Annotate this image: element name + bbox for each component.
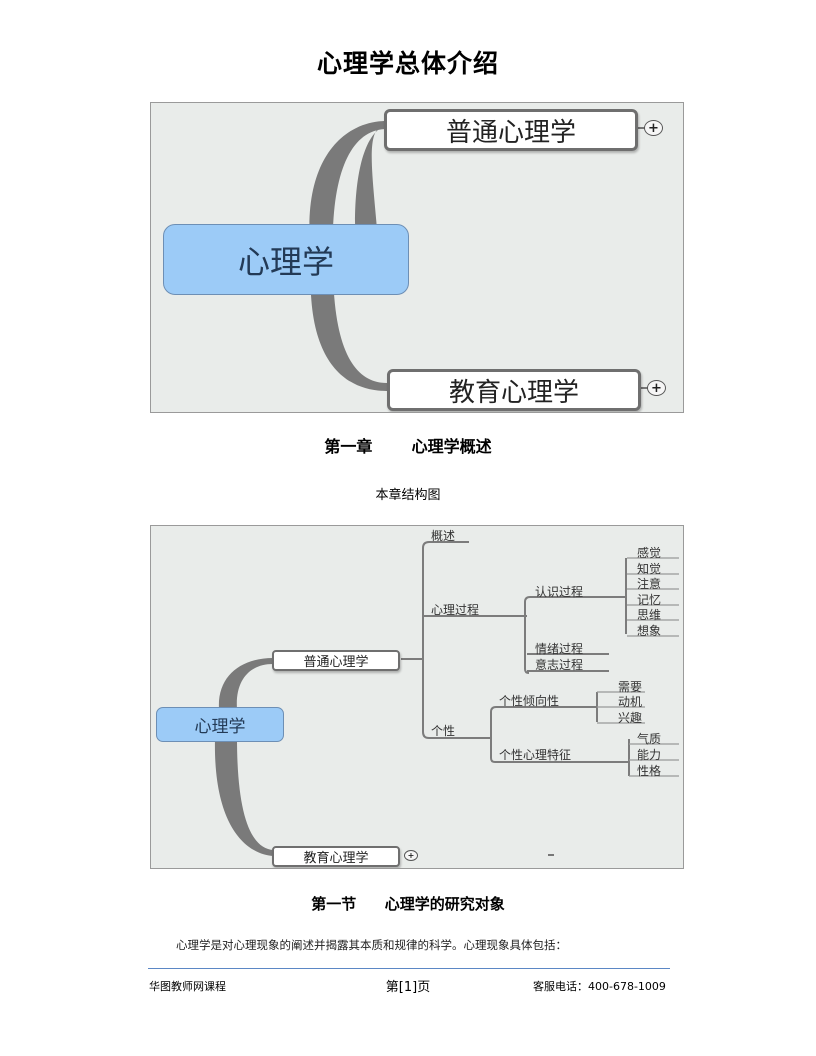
leaf-sensation: 感觉 [637, 546, 662, 560]
footer-service-phone: 客服电话：400-678-1009 [533, 980, 666, 993]
leaf-memory: 记忆 [637, 593, 662, 607]
chapter-structure-figure: 心理学 普通心理学 教育心理学 + 概述 心理过程 个性 认识过程 情绪过程 意… [150, 525, 684, 869]
leaf-need: 需要 [618, 680, 643, 694]
mindmap-connectors [309, 121, 648, 391]
topic-personality: 个性 [431, 724, 456, 738]
chapter-number: 第一章 [324, 437, 373, 456]
expand-plus-icon[interactable]: + [644, 120, 663, 136]
section-number: 第一节 [311, 895, 357, 913]
leaf-interest: 兴趣 [618, 711, 643, 725]
structure-chart-caption: 本章结构图 [375, 488, 441, 503]
root-node-psychology[interactable]: 心理学 [156, 707, 284, 742]
branch-node-label: 教育心理学 [303, 851, 369, 866]
branch-node-label: 教育心理学 [448, 377, 579, 408]
document-title: 心理学总体介绍 [316, 49, 499, 78]
topic-cognitive-process: 认识过程 [535, 585, 584, 599]
branch-node-general-psychology[interactable]: 普通心理学 [384, 109, 638, 151]
topic-personality-traits: 个性心理特征 [499, 748, 572, 762]
topic-overview: 概述 [431, 529, 456, 543]
topic-emotional-process: 情绪过程 [535, 642, 584, 656]
chapter-title: 心理学概述 [411, 437, 492, 456]
expand-plus-icon[interactable]: + [404, 850, 418, 861]
branch-node-educational-psychology[interactable]: 教育心理学 [272, 846, 400, 867]
footer-divider [148, 968, 670, 969]
topic-will-process: 意志过程 [535, 658, 584, 672]
branch-node-label: 普通心理学 [445, 117, 576, 148]
topic-personality-tendency: 个性倾向性 [499, 694, 560, 708]
expand-plus-icon[interactable]: + [647, 380, 666, 396]
chapter-heading: 第一章 心理学概述 [0, 433, 816, 457]
leaf-temperament: 气质 [637, 732, 662, 746]
section-heading: 第一节 心理学的研究对象 [0, 893, 816, 914]
mindmap-overview-figure: 心理学 普通心理学 + 教育心理学 + [150, 102, 684, 413]
body-paragraph: 心理学是对心理现象的阐述并揭露其本质和规律的科学。心理现象具体包括： [176, 938, 567, 952]
section-title: 心理学的研究对象 [384, 895, 505, 913]
footer-course-name: 华图教师网课程 [149, 980, 226, 993]
root-node-psychology[interactable]: 心理学 [163, 224, 409, 295]
leaf-imagination: 想象 [637, 624, 662, 638]
leaf-character: 性格 [637, 764, 662, 778]
branch-node-label: 普通心理学 [303, 655, 369, 670]
branch-node-educational-psychology[interactable]: 教育心理学 [387, 369, 641, 411]
leaf-perception: 知觉 [637, 562, 662, 576]
footer-page-number: 第[1]页 [385, 980, 431, 995]
leaf-ability: 能力 [637, 748, 662, 762]
root-node-label: 心理学 [194, 717, 246, 737]
leaf-attention: 注意 [637, 577, 662, 591]
root-node-label: 心理学 [237, 242, 334, 281]
leaf-thinking: 思维 [637, 608, 662, 622]
branch-node-general-psychology[interactable]: 普通心理学 [272, 650, 400, 671]
structure-connectors [214, 541, 679, 856]
leaf-motivation: 动机 [618, 695, 643, 709]
topic-mental-process: 心理过程 [431, 603, 480, 617]
